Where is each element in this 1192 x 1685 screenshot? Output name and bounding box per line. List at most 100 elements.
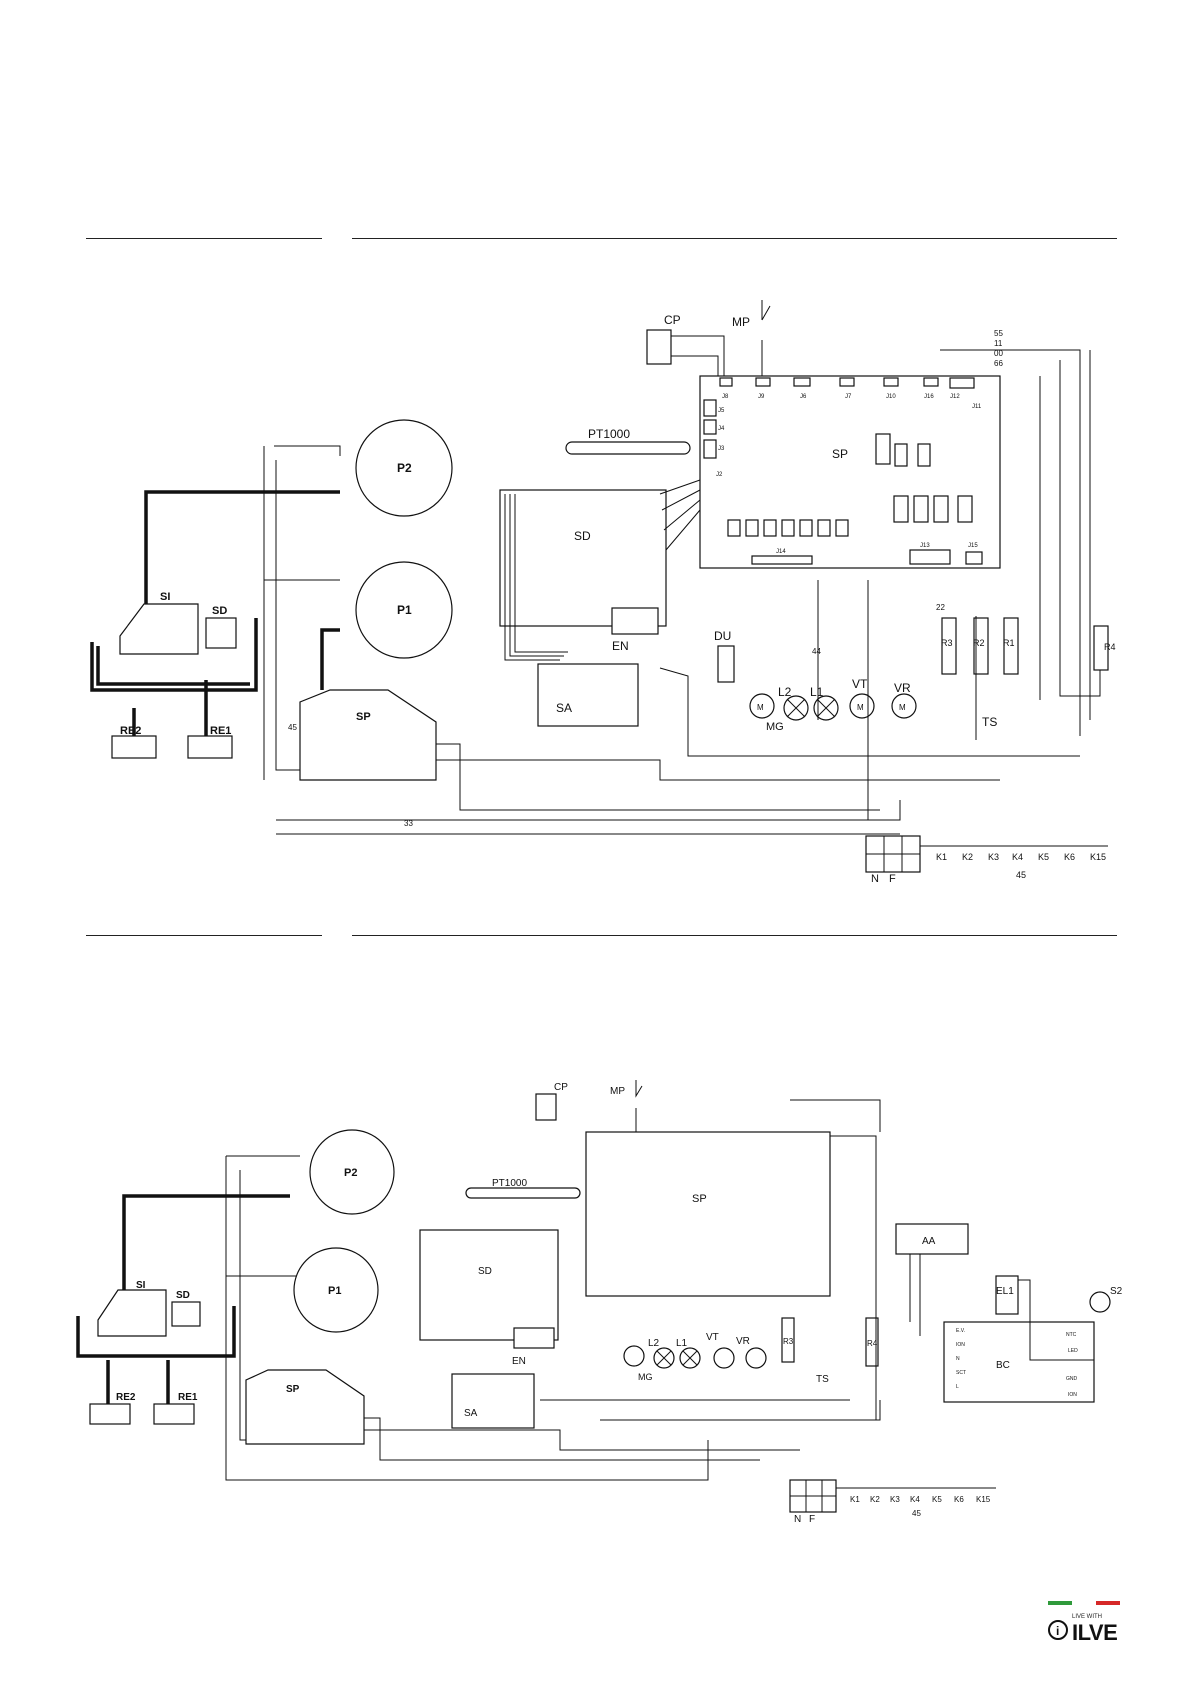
wn-45: 45 — [288, 723, 297, 732]
conn-j16: J16 — [924, 394, 934, 400]
mp-switch — [761, 300, 771, 376]
si-harness — [90, 490, 340, 736]
bc-pin-ev: E.V. — [956, 1328, 965, 1334]
bc-box — [943, 1321, 1095, 1403]
tb2-k3: K3 — [890, 1495, 900, 1504]
tb1-k4: K4 — [1012, 852, 1023, 862]
tb2-k5: K5 — [932, 1495, 942, 1504]
sd2-label: SD — [478, 1266, 492, 1277]
re2-label: RE2 — [120, 725, 141, 737]
logo-name: ILVE — [1072, 1620, 1118, 1645]
pt1000-2-label: PT1000 — [492, 1178, 527, 1189]
mg-motor — [749, 693, 775, 719]
sa-box — [537, 663, 639, 727]
aa-label: AA — [922, 1236, 936, 1247]
mg-m: M — [757, 703, 764, 712]
conn-j15: J15 — [968, 543, 978, 549]
tb1-k2: K2 — [962, 852, 973, 862]
sp-relays — [727, 433, 973, 537]
bc-label: BC — [996, 1360, 1010, 1371]
conn-j4-box — [703, 419, 717, 435]
conn-j15-box — [965, 551, 983, 565]
tb1-k3: K3 — [988, 852, 999, 862]
l1-label: L1 — [810, 685, 824, 699]
sd2-small-label: SD — [176, 1290, 190, 1301]
en2-label: EN — [512, 1356, 526, 1367]
sd2-board — [419, 1229, 559, 1341]
mg2-label: MG — [638, 1372, 653, 1382]
section-rule-left-1 — [86, 238, 322, 239]
logo-tagline: LIVE WITH — [1072, 1614, 1103, 1620]
cp-wires — [671, 335, 725, 376]
wn-33: 33 — [404, 819, 413, 828]
ts2-label: TS — [816, 1374, 829, 1385]
conn-j2: J2 — [716, 472, 723, 478]
conn-j5: J5 — [718, 408, 725, 414]
l1-cross — [816, 698, 836, 718]
sd-harness-right — [659, 479, 701, 551]
tb2-bus: 45 — [912, 1509, 921, 1518]
sp-small-board — [299, 689, 437, 781]
r2-label: R2 — [973, 638, 985, 648]
vt2-label: VT — [706, 1332, 719, 1343]
sd2-small-board — [171, 1301, 201, 1327]
re1-box — [187, 735, 233, 759]
conn-j11: J11 — [972, 404, 982, 410]
si2-harness — [76, 1194, 290, 1404]
mp-label: MP — [732, 315, 750, 329]
sd-small-board — [205, 617, 237, 649]
r1-resistor — [1003, 617, 1019, 675]
si-label: SI — [160, 591, 170, 603]
bc-pin-gnd: GND — [1066, 1376, 1078, 1382]
conn-j5-box — [703, 399, 717, 417]
bc-pin-ion2: ION — [1068, 1392, 1077, 1398]
p1-motor — [355, 561, 453, 659]
diagram-2: SP CP MP PT1000 SD EN SA MG L2 L1 VT VR … — [76, 1080, 1123, 1525]
re2-2-label: RE2 — [116, 1392, 136, 1403]
sa2-label: SA — [464, 1408, 478, 1419]
tb1-n: N — [871, 873, 879, 885]
vr2-motor — [745, 1347, 767, 1369]
tb2-f: F — [809, 1514, 815, 1525]
si2-label: SI — [136, 1280, 146, 1291]
r1-label: R1 — [1003, 638, 1015, 648]
r3-2-resistor — [781, 1317, 795, 1363]
si2-board — [97, 1289, 167, 1337]
diagram-1: SP J8 J9 J6 J7 J10 J16 J12 J5 J4 J3 J2 J… — [90, 300, 1116, 885]
r3-2-label: R3 — [783, 1337, 794, 1346]
l2-2-cross — [656, 1350, 672, 1366]
sa-label: SA — [556, 701, 572, 715]
bc-pin-sct: SCT — [956, 1370, 966, 1376]
p2-2-motor — [309, 1129, 395, 1215]
re1-label: RE1 — [210, 725, 231, 737]
tb1-k1: K1 — [936, 852, 947, 862]
tb1-k5: K5 — [1038, 852, 1049, 862]
l1-2-label: L1 — [676, 1338, 688, 1349]
conn-j4: J4 — [718, 426, 725, 432]
p2-label: P2 — [397, 461, 412, 475]
pt1000-2-probe — [465, 1187, 581, 1199]
re2-box — [111, 735, 157, 759]
cp-box — [646, 329, 672, 365]
vr2-label: VR — [736, 1336, 750, 1347]
s2-sensor — [1089, 1291, 1111, 1313]
wn-55: 55 — [994, 329, 1003, 338]
sd-board — [499, 489, 667, 627]
r2-resistor — [973, 617, 989, 675]
main-wires-2 — [225, 1099, 1094, 1481]
en-box — [611, 607, 659, 635]
conn-j12: J12 — [950, 394, 960, 400]
bc-pin-ion: ION — [956, 1342, 965, 1348]
main-wires-1 — [263, 349, 1101, 835]
vt-m: M — [857, 703, 864, 712]
p1-2-label: P1 — [328, 1285, 341, 1297]
vr-label: VR — [894, 681, 911, 695]
r3-resistor — [941, 617, 957, 675]
sd-label: SD — [574, 529, 591, 543]
tb2-k2: K2 — [870, 1495, 880, 1504]
wn-22: 22 — [936, 603, 945, 612]
sp-main-label: SP — [832, 447, 848, 461]
cp2-box — [535, 1093, 557, 1121]
wn-44: 44 — [812, 647, 821, 656]
bc-pin-led: LED — [1068, 1348, 1078, 1354]
